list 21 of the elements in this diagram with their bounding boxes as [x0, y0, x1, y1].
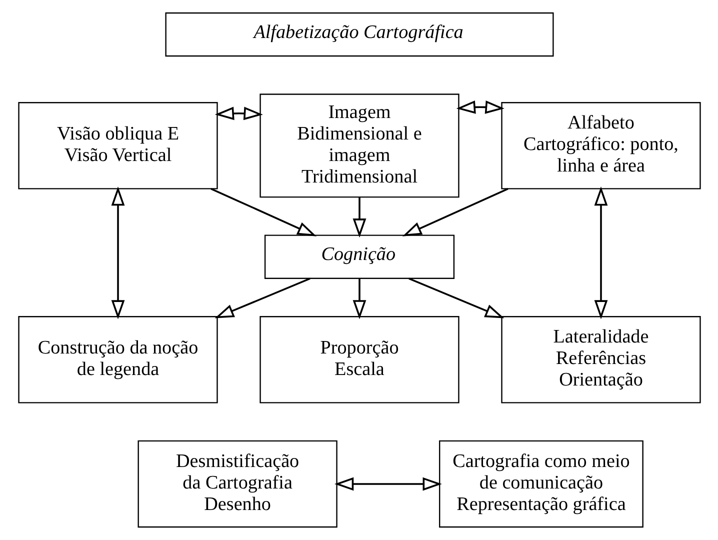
- node-box: Lateralidade Referências Orientação: [500, 316, 700, 404]
- arrow: [352, 197, 366, 238]
- arrow: [334, 477, 442, 491]
- node-box: Visão obliqua E Visão Vertical: [18, 102, 218, 190]
- arrow: [352, 278, 366, 320]
- arrow: [110, 186, 124, 320]
- node-box: Desmistificação da Cartografia Desenho: [137, 440, 337, 528]
- arrow: [214, 106, 262, 120]
- node-box: Alfabetização Cartográfica: [164, 12, 554, 57]
- node-box: Proporção Escala: [259, 316, 459, 404]
- arrow: [456, 100, 504, 114]
- node-box: Alfabeto Cartográfico: ponto, linha e área: [500, 102, 700, 190]
- arrow: [402, 188, 508, 236]
- arrow: [210, 188, 316, 236]
- arrow: [214, 278, 310, 318]
- node-box: Cartografia como meio de comunicação Representação gráfica: [438, 440, 643, 528]
- node-box: Imagem Bidimensional e imagem Tridimensional: [259, 94, 459, 198]
- arrow: [408, 278, 504, 318]
- arrow: [594, 186, 608, 320]
- node-box: Cognição: [264, 234, 454, 279]
- node-box: Construção da noção de legenda: [18, 316, 218, 404]
